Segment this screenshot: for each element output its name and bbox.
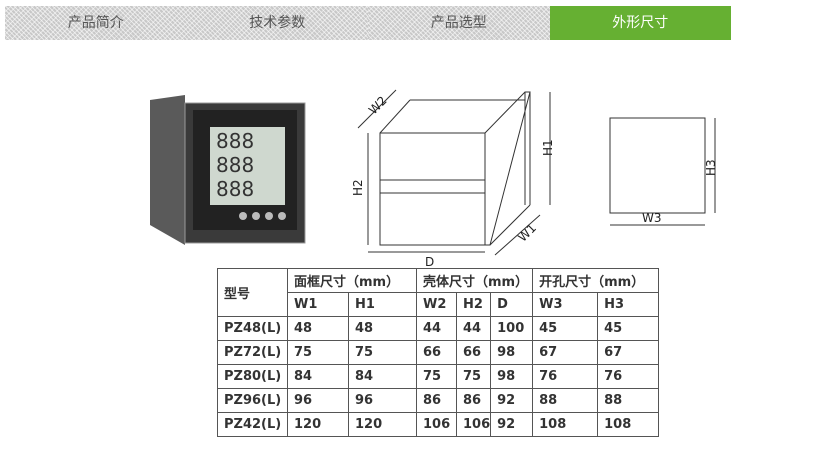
value-cell: 92 <box>490 388 534 413</box>
value-cell: 66 <box>416 340 457 365</box>
meter-photo: 888 888 888 <box>150 95 306 245</box>
group-header-panel: 面框尺寸（mm） <box>287 268 417 293</box>
label-h1: H1 <box>541 139 555 156</box>
value-cell: 100 <box>490 316 534 341</box>
value-cell: 96 <box>287 388 349 413</box>
col-header: H1 <box>348 292 417 317</box>
value-cell: 48 <box>348 316 417 341</box>
model-header: 型号 <box>217 268 288 317</box>
model-cell: PZ72(L) <box>217 340 288 365</box>
group-header-cutout: 开孔尺寸（mm） <box>532 268 660 293</box>
value-cell: 88 <box>597 388 660 413</box>
value-cell: 84 <box>287 364 349 389</box>
label-d: D <box>425 255 434 269</box>
dimensions-table: 型号 面框尺寸（mm） 壳体尺寸（mm） 开孔尺寸（mm） W1 H1 W2 H… <box>217 268 660 437</box>
label-w1: W1 <box>515 221 539 245</box>
label-w3: W3 <box>642 211 662 225</box>
value-cell: 120 <box>348 412 417 437</box>
model-cell: PZ96(L) <box>217 388 288 413</box>
value-cell: 75 <box>416 364 457 389</box>
value-cell: 45 <box>597 316 660 341</box>
value-cell: 76 <box>532 364 599 389</box>
col-header: H2 <box>455 292 492 317</box>
label-h3: H3 <box>704 159 718 176</box>
value-cell: 45 <box>532 316 599 341</box>
value-cell: 86 <box>416 388 457 413</box>
tab-dimensions[interactable]: 外形尺寸 <box>549 6 731 40</box>
value-cell: 98 <box>490 364 534 389</box>
value-cell: 76 <box>597 364 660 389</box>
label-h2: H2 <box>351 179 365 196</box>
value-cell: 48 <box>287 316 349 341</box>
col-header: W1 <box>287 292 349 317</box>
tab-product-intro[interactable]: 产品简介 <box>5 6 187 40</box>
value-cell: 66 <box>455 340 492 365</box>
tab-tech-params[interactable]: 技术参数 <box>186 6 368 40</box>
label-w2: W2 <box>366 94 390 118</box>
value-cell: 84 <box>348 364 417 389</box>
group-header-case: 壳体尺寸（mm） <box>415 268 534 293</box>
model-cell: PZ48(L) <box>217 316 288 341</box>
value-cell: 120 <box>287 412 349 437</box>
value-cell: 96 <box>348 388 417 413</box>
value-cell: 86 <box>455 388 492 413</box>
value-cell: 108 <box>532 412 599 437</box>
value-cell: 106 <box>416 412 457 437</box>
value-cell: 108 <box>597 412 660 437</box>
col-header: H3 <box>597 292 660 317</box>
value-cell: 75 <box>348 340 417 365</box>
model-cell: PZ42(L) <box>217 412 288 437</box>
value-cell: 88 <box>532 388 599 413</box>
model-cell: PZ80(L) <box>217 364 288 389</box>
svg-text:888: 888 <box>216 153 254 177</box>
side-view-drawing <box>357 89 716 256</box>
col-header: D <box>490 292 534 317</box>
value-cell: 92 <box>490 412 534 437</box>
svg-text:888: 888 <box>216 177 254 201</box>
svg-text:888: 888 <box>216 129 254 153</box>
col-header: W2 <box>416 292 457 317</box>
value-cell: 106 <box>455 412 492 437</box>
col-header: W3 <box>532 292 599 317</box>
value-cell: 44 <box>455 316 492 341</box>
value-cell: 98 <box>490 340 534 365</box>
value-cell: 67 <box>532 340 599 365</box>
value-cell: 67 <box>597 340 660 365</box>
tab-bar: 产品简介 技术参数 产品选型 外形尺寸 <box>5 6 731 40</box>
tab-product-selection[interactable]: 产品选型 <box>368 6 550 40</box>
value-cell: 75 <box>455 364 492 389</box>
value-cell: 75 <box>287 340 349 365</box>
value-cell: 44 <box>416 316 457 341</box>
